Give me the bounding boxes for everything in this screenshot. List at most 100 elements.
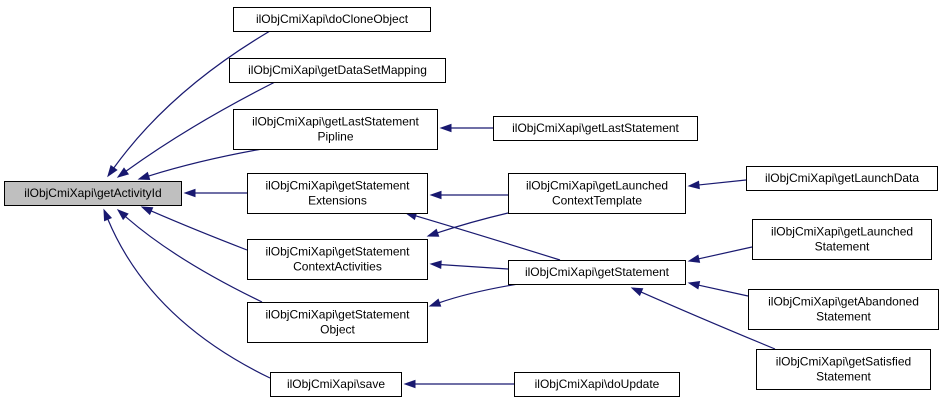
edge-get-statement-to-get-statement-object [428,283,519,307]
arrowhead [137,171,151,180]
node-label-line: Statement [815,240,870,254]
node-box [752,219,932,260]
node-label-line: ilObjCmiXapi\doCloneObject [256,12,409,26]
node-get-launch-data[interactable]: ilObjCmiXapi\getLaunchData [746,166,938,191]
node-get-activity-id[interactable]: ilObjCmiXapi\getActivityId [4,181,182,206]
arrowhead [439,123,452,133]
node-label-line: ilObjCmiXapi\getLastStatement [252,115,419,129]
node-label-line: ilObjCmiXapi\save [287,377,385,391]
arrowhead [428,298,442,307]
edge-get-launch-data-to-get-launched-context-template [687,179,747,190]
edge-line [698,246,753,260]
node-box [229,58,446,83]
edge-line [415,215,561,261]
arrowhead [687,254,701,263]
edge-line [698,179,747,186]
node-label-line: ContextTemplate [552,194,642,208]
edge-line [439,283,519,304]
arrowhead [429,260,442,269]
node-label-line: ilObjCmiXapi\getLaunched [771,225,913,239]
edge-get-statement-to-get-statement-context-activities [429,260,509,270]
node-get-statement[interactable]: ilObjCmiXapi\getStatement [508,260,686,285]
arrowhead [107,164,118,178]
node-label-line: ilObjCmiXapi\getDataSetMapping [248,63,427,77]
edge-line [125,216,263,303]
node-label-line: Extensions [308,194,367,208]
node-box [247,302,428,343]
node-box [508,260,686,285]
node-label-line: ilObjCmiXapi\getLastStatement [512,121,679,135]
node-label-line: ContextActivities [293,260,382,274]
node-label-line: ilObjCmiXapi\getStatement [265,245,410,259]
arrowhead [426,228,440,237]
edge-line [437,212,509,234]
arrowhead [630,287,644,297]
edge-get-abandoned-statement-to-get-statement [687,281,749,297]
arrowhead [116,167,130,178]
edge-do-update-to-save [403,379,514,389]
node-get-last-statement[interactable]: ilObjCmiXapi\getLastStatement [493,116,698,141]
node-box [493,116,698,141]
node-do-clone-object[interactable]: ilObjCmiXapi\doCloneObject [233,7,431,32]
node-do-update[interactable]: ilObjCmiXapi\doUpdate [514,372,680,397]
arrowhead [403,379,416,389]
edge-line [150,210,248,251]
edge-get-satisfied-statement-to-get-statement [630,287,776,350]
edge-get-launched-context-template-to-get-statement-context-activities [426,212,509,237]
edge-get-last-statement-pipline-to-get-activity-id [137,148,263,180]
edge-get-statement-extensions-to-get-activity-id [183,188,247,198]
node-box [746,166,938,191]
node-label-line: ilObjCmiXapi\getLaunchData [765,171,919,185]
node-label-line: ilObjCmiXapi\getStatement [525,265,670,279]
node-box [247,239,428,280]
node-label-line: ilObjCmiXapi\doUpdate [535,377,660,391]
edge-line [125,81,276,172]
edge-get-launched-context-template-to-get-statement-extensions [429,190,508,200]
node-get-data-set-mapping[interactable]: ilObjCmiXapi\getDataSetMapping [229,58,446,83]
node-label-line: ilObjCmiXapi\getStatement [265,308,410,322]
node-box [756,349,931,390]
node-label-line: Statement [816,310,871,324]
edge-line [107,218,271,379]
node-label-line: Pipline [317,130,353,144]
edge-line [113,30,271,169]
node-label-line: ilObjCmiXapi\getAbandoned [768,295,919,309]
edge-do-clone-object-to-get-activity-id [107,30,271,178]
arrowhead [103,208,113,222]
node-get-statement-context-activities[interactable]: ilObjCmiXapi\getStatementContextActiviti… [247,239,428,280]
node-box [233,7,431,32]
edge-line [640,291,776,350]
node-label-line: ilObjCmiXapi\getActivityId [24,186,161,200]
node-box [514,372,680,397]
node-box [270,372,402,397]
edge-line [698,284,749,297]
node-box [748,289,939,330]
edge-line [440,264,509,270]
node-label-line: Object [320,323,355,337]
node-save[interactable]: ilObjCmiXapi\save [270,372,402,397]
node-box [508,173,686,214]
arrowhead [183,188,196,198]
arrowhead [429,190,442,200]
arrowhead [116,209,129,221]
edge-get-launched-statement-to-get-statement [687,246,753,263]
node-label-line: Statement [816,370,871,384]
node-box [4,181,182,206]
arrowhead [687,281,701,290]
node-label-line: ilObjCmiXapi\getSatisfied [776,355,911,369]
nodes-layer: ilObjCmiXapi\getActivityId ilObjCmiXapi\d… [4,7,939,397]
edge-get-last-statement-to-get-last-statement-pipline [439,123,493,133]
edge-save-to-get-activity-id [103,208,271,379]
node-label-line: ilObjCmiXapi\getLaunched [526,179,668,193]
edges-layer [103,30,776,389]
arrowhead [687,180,700,190]
edge-line [148,148,263,177]
